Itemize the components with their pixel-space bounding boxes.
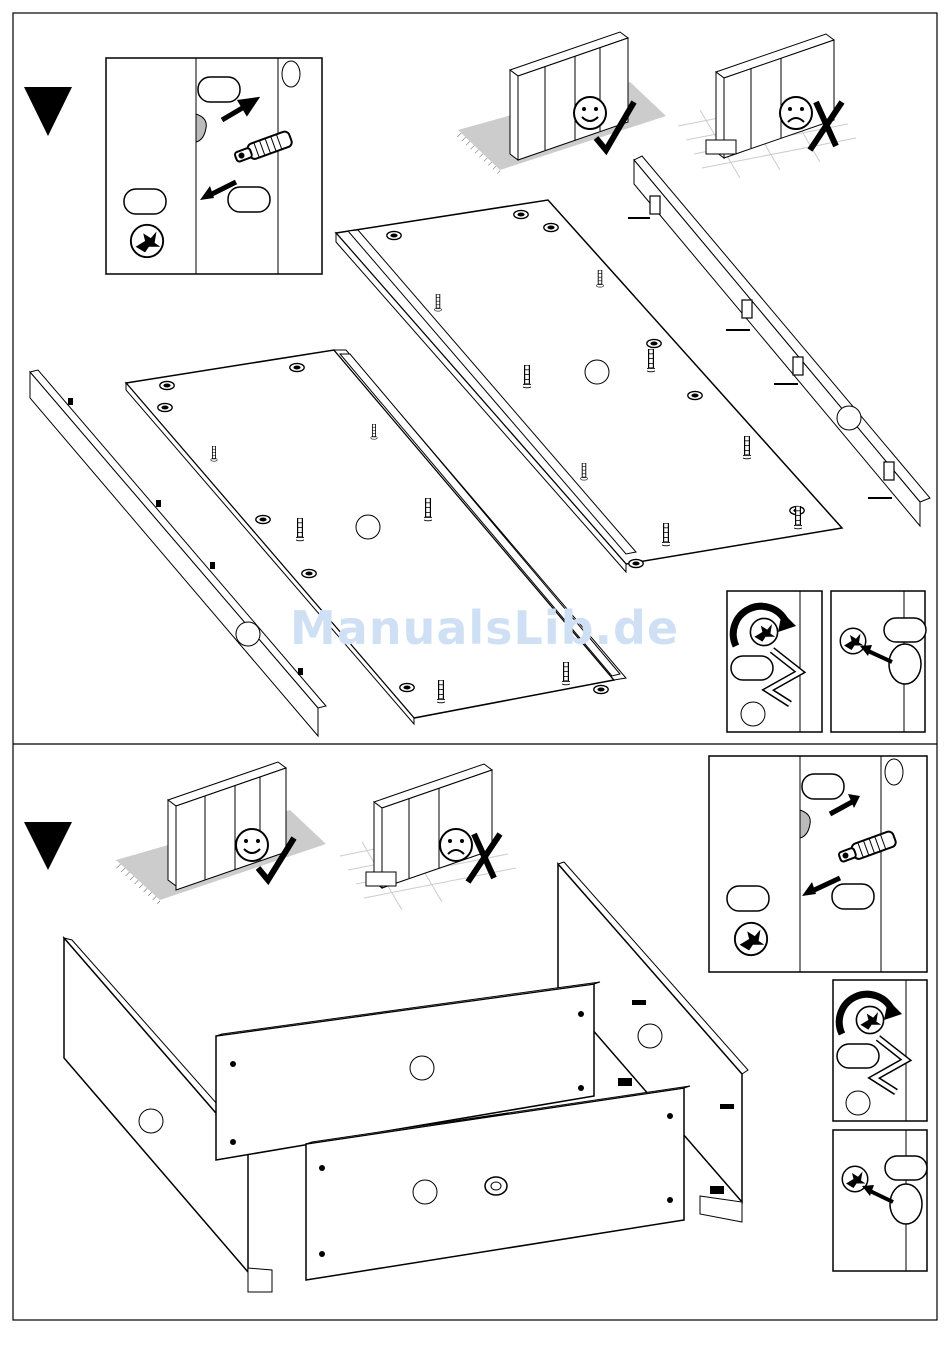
- cam-lock-icon: [131, 225, 163, 257]
- label-oval: [884, 618, 926, 642]
- label-oval: [885, 1156, 927, 1180]
- watermark: ManualsLib.de: [290, 598, 670, 658]
- step1-tighten-detail-box: [727, 591, 822, 732]
- frowny-icon: [780, 97, 812, 129]
- part-number-circle: [846, 1091, 870, 1115]
- step2-push-detail-box: [833, 1130, 927, 1271]
- step2-triangle-marker-icon: [24, 822, 72, 870]
- smiley-icon: [236, 829, 268, 861]
- step1-triangle-marker-icon: [24, 87, 72, 136]
- step2-dowel-detail-box: [709, 756, 927, 972]
- part-number-circle: [410, 1056, 434, 1080]
- cam-lock-icon: [840, 628, 866, 654]
- step2-wrong-placement: [340, 764, 516, 910]
- handle-knob-icon: [485, 1177, 507, 1195]
- label-oval: [802, 774, 844, 799]
- label-oval: [837, 1044, 879, 1068]
- cam-lock-icon: [735, 923, 767, 955]
- cam-cap-icon: [890, 1184, 922, 1224]
- step1-dowel-detail-box: [106, 58, 322, 274]
- cam-cap-icon: [889, 644, 921, 684]
- part-number-circle: [837, 406, 861, 430]
- smiley-icon: [574, 97, 606, 129]
- frowny-icon: [440, 829, 472, 861]
- label-oval: [124, 189, 166, 214]
- part-number-circle: [236, 622, 260, 646]
- part-number-circle: [585, 360, 609, 384]
- cam-lock-icon: [750, 618, 777, 645]
- step1-correct-placement: [456, 32, 666, 176]
- label-oval: [731, 656, 773, 680]
- label-oval: [727, 886, 769, 911]
- step1-wrong-placement: [678, 34, 856, 178]
- label-oval: [228, 187, 270, 212]
- part-number-circle: [741, 702, 765, 726]
- part-number-circle: [139, 1109, 163, 1133]
- step2-tighten-detail-box: [833, 980, 927, 1121]
- label-oval: [198, 77, 240, 102]
- step1-push-detail-box: [831, 591, 926, 732]
- label-oval: [832, 884, 874, 909]
- part-number-circle: [356, 515, 380, 539]
- part-number-circle: [638, 1024, 662, 1048]
- step2-correct-placement: [114, 762, 326, 906]
- cam-lock-icon: [856, 1006, 883, 1033]
- part-number-circle: [413, 1180, 437, 1204]
